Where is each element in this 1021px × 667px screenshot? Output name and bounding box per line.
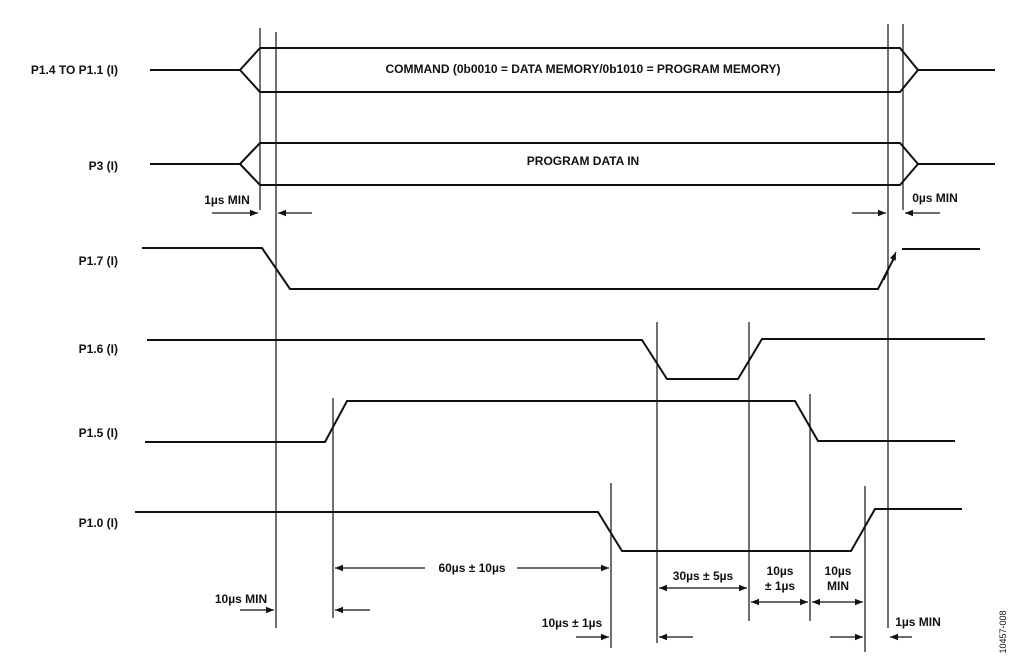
reference-lines <box>259 24 904 652</box>
signal-label-p1-7: P1.7 (I) <box>79 254 118 268</box>
timing-label-1us-min-hold: 1µs MIN <box>895 615 941 629</box>
signal-label-p1-6: P1.6 (I) <box>79 342 118 356</box>
figure-id: 10457-008 <box>998 610 1008 653</box>
timing-label-1us-min-setup: 1µs MIN <box>204 193 250 207</box>
waveform-p1-7 <box>142 247 895 290</box>
timing-label-10us-min-right-line1: 10µs <box>825 564 852 578</box>
timing-label-10us-pm1-mid-line2: ± 1µs <box>765 579 796 593</box>
timing-label-0us-min-hold: 0µs MIN <box>912 191 958 205</box>
signal-label-p1-5: P1.5 (I) <box>79 426 118 440</box>
signal-label-p1-0: P1.0 (I) <box>79 516 118 530</box>
waveform-p1-0 <box>135 508 962 552</box>
p1-7-rising-arrow <box>883 251 897 281</box>
timing-label-60us: 60µs ± 10µs <box>438 561 505 575</box>
timing-label-10us-min-left: 10µs MIN <box>215 592 267 606</box>
timing-label-10us-pm1-left: 10µs ± 1µs <box>542 616 603 630</box>
waveform-p3 <box>150 142 995 186</box>
waveform-p1-5 <box>145 400 955 443</box>
signal-label-p3: P3 (I) <box>89 159 118 173</box>
signal-label-p1-4-to-p1-1: P1.4 TO P1.1 (I) <box>31 63 118 77</box>
waveform-p1-6 <box>147 338 985 380</box>
waveform-p1-4-to-p1-1 <box>150 47 995 93</box>
bus-text-command: COMMAND (0b0010 = DATA MEMORY/0b1010 = P… <box>386 62 781 76</box>
timing-label-30us: 30µs ± 5µs <box>673 569 734 583</box>
timing-label-10us-min-right-line2: MIN <box>827 579 849 593</box>
bus-text-program-data: PROGRAM DATA IN <box>527 154 639 168</box>
timing-label-10us-pm1-mid-line1: 10µs <box>767 564 794 578</box>
